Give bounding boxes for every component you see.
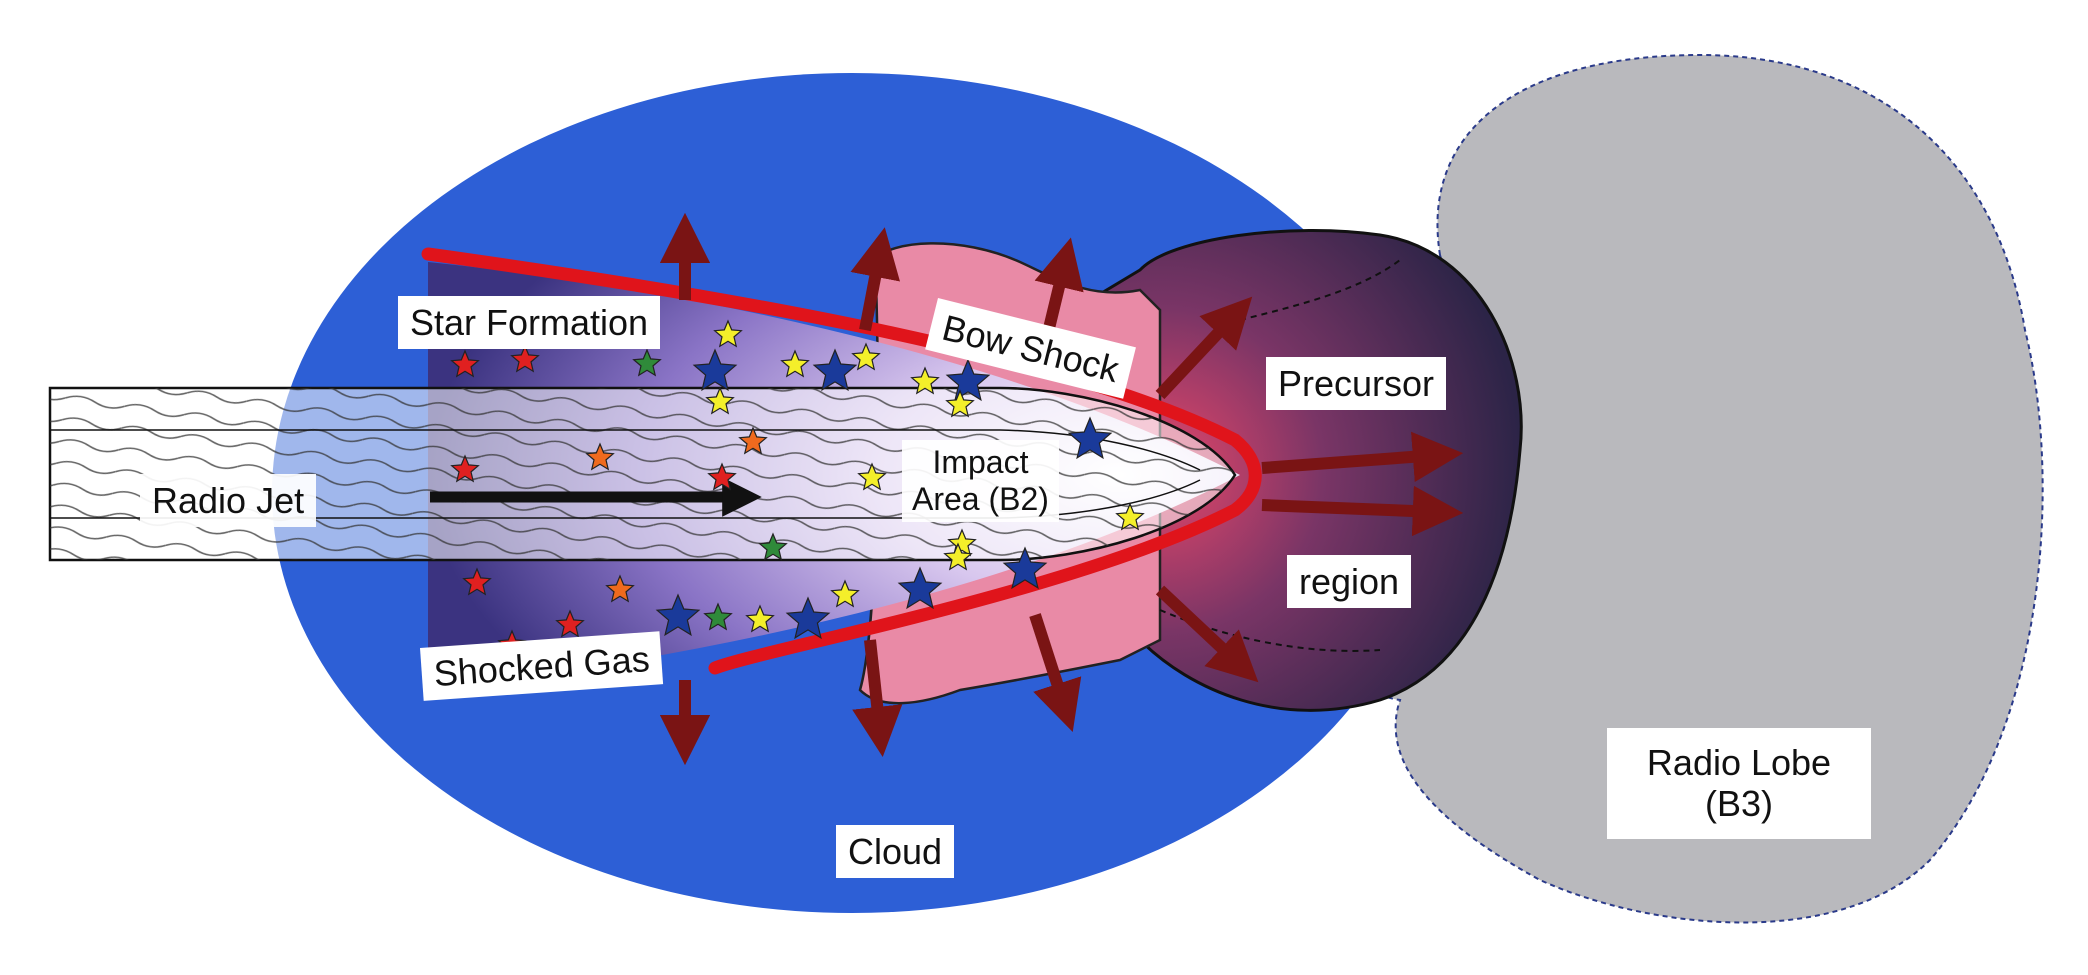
star-icon: [555, 609, 585, 638]
star-icon: [945, 389, 975, 418]
star-icon: [462, 567, 492, 596]
star-icon: [692, 348, 738, 392]
star-icon: [450, 349, 480, 378]
label-radio-lobe-line2: (B3): [1704, 783, 1773, 825]
label-radio-jet: Radio Jet: [140, 474, 317, 528]
star-icon: [910, 366, 940, 395]
star-icon: [812, 348, 858, 392]
outflow-arrow: [850, 227, 900, 332]
outflow-arrow: [1155, 296, 1253, 400]
outflow-arrow: [1155, 585, 1259, 683]
outflow-arrow: [1029, 613, 1082, 732]
star-icon: [1115, 502, 1145, 531]
star-icon: [738, 426, 768, 455]
star-icon: [605, 574, 635, 603]
outflow-arrow: [852, 639, 903, 758]
outflow-arrows: [659, 212, 1464, 766]
label-impact-area: Impact Area (B2): [902, 440, 1059, 522]
outflow-arrow: [1261, 431, 1464, 482]
star-icon: [510, 344, 540, 373]
label-radio-lobe: Radio Lobe (B3): [1607, 728, 1871, 839]
star-icon: [785, 596, 831, 640]
label-impact-area-line1: Impact: [932, 444, 1029, 480]
star-icon: [450, 454, 480, 483]
star-icon: [632, 348, 662, 377]
star-icon: [830, 579, 860, 608]
star-icon: [703, 602, 733, 631]
star-icon: [943, 542, 973, 571]
label-impact-area-line2: Area (B2): [912, 480, 1049, 517]
label-radio-lobe-line1: Radio Lobe: [1646, 742, 1832, 783]
star-icon: [713, 319, 743, 348]
star-icon: [585, 442, 615, 471]
label-cloud: Cloud: [836, 825, 955, 879]
star-icon: [655, 593, 701, 637]
star-icon: [897, 566, 943, 610]
label-region: region: [1287, 555, 1412, 609]
star-icon: [857, 462, 887, 491]
outflow-arrow: [1261, 485, 1464, 537]
label-precursor: Precursor: [1266, 357, 1447, 411]
star-icon: [707, 462, 737, 491]
star-icon: [745, 604, 775, 633]
bow-shock-line: [421, 247, 1262, 675]
star-icon: [705, 386, 735, 415]
label-star-formation: Star Formation: [398, 296, 661, 350]
star-icon: [758, 532, 788, 561]
star-icon: [945, 358, 991, 402]
star-icon: [1002, 546, 1048, 590]
star-icon: [851, 342, 881, 371]
star-icon: [1067, 416, 1113, 460]
lobe-boundary-dashed: [1159, 259, 1401, 652]
star-icon: [780, 349, 810, 378]
